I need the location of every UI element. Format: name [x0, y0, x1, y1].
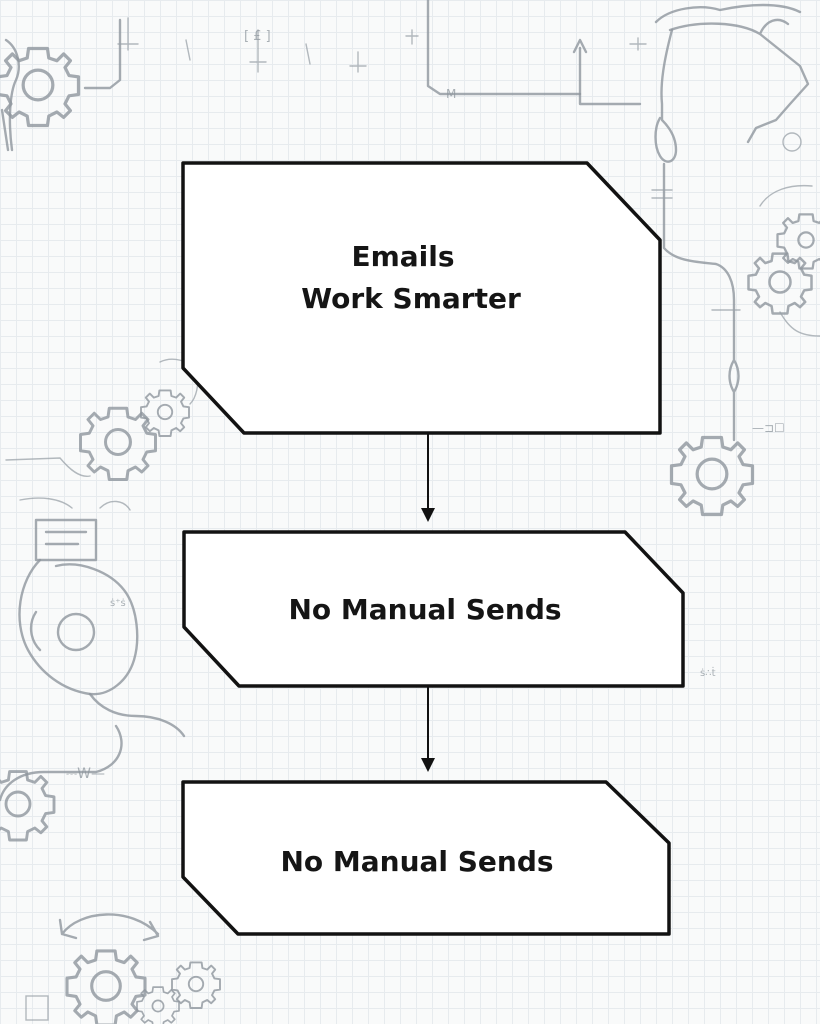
svg-text:M: M — [446, 87, 456, 101]
wrench-icon — [0, 18, 122, 152]
node-shape — [181, 780, 671, 936]
person-with-headset-icon: ⎓W— ṡ⁺ṡ — [0, 497, 186, 802]
schematic-lines: [ £ ] M — [117, 0, 647, 106]
flow-node-no-manual-sends-2: No Manual Sends — [181, 780, 671, 936]
node-shape — [181, 161, 662, 435]
flow-node-emails: Emails Work Smarter — [181, 161, 662, 435]
arrowhead-1 — [421, 508, 435, 522]
robotic-arm-icon — [651, 3, 810, 442]
svg-text:⎓W—: ⎓W— — [66, 766, 105, 782]
refresh-arrows-icon — [58, 913, 160, 942]
gear-icon — [776, 213, 820, 270]
gear-icon — [747, 252, 813, 315]
gear-icon — [136, 986, 180, 1024]
gear-icon — [79, 406, 157, 481]
arrowhead-2 — [421, 758, 435, 772]
svg-text:ṡ⁺ṡ: ṡ⁺ṡ — [110, 598, 126, 609]
node-label-line: Work Smarter — [301, 282, 521, 315]
node-label-line: No Manual Sends — [288, 593, 561, 626]
svg-text:[ £ ]: [ £ ] — [244, 29, 271, 44]
gear-icon — [65, 949, 147, 1024]
flow-node-no-manual-sends-1: No Manual Sends — [182, 530, 685, 688]
svg-text:—⊐☐: —⊐☐ — [752, 421, 785, 435]
node-label-line: No Manual Sends — [280, 845, 553, 878]
gear-icon — [0, 770, 56, 842]
node-label-line: Emails — [351, 240, 454, 273]
svg-text:ṡ∴ṫ: ṡ∴ṫ — [700, 665, 716, 679]
gear-icon — [140, 389, 190, 437]
gear-icon — [0, 46, 81, 128]
gear-icon — [171, 961, 221, 1009]
node-shape — [182, 530, 685, 688]
gear-icon — [669, 435, 755, 517]
